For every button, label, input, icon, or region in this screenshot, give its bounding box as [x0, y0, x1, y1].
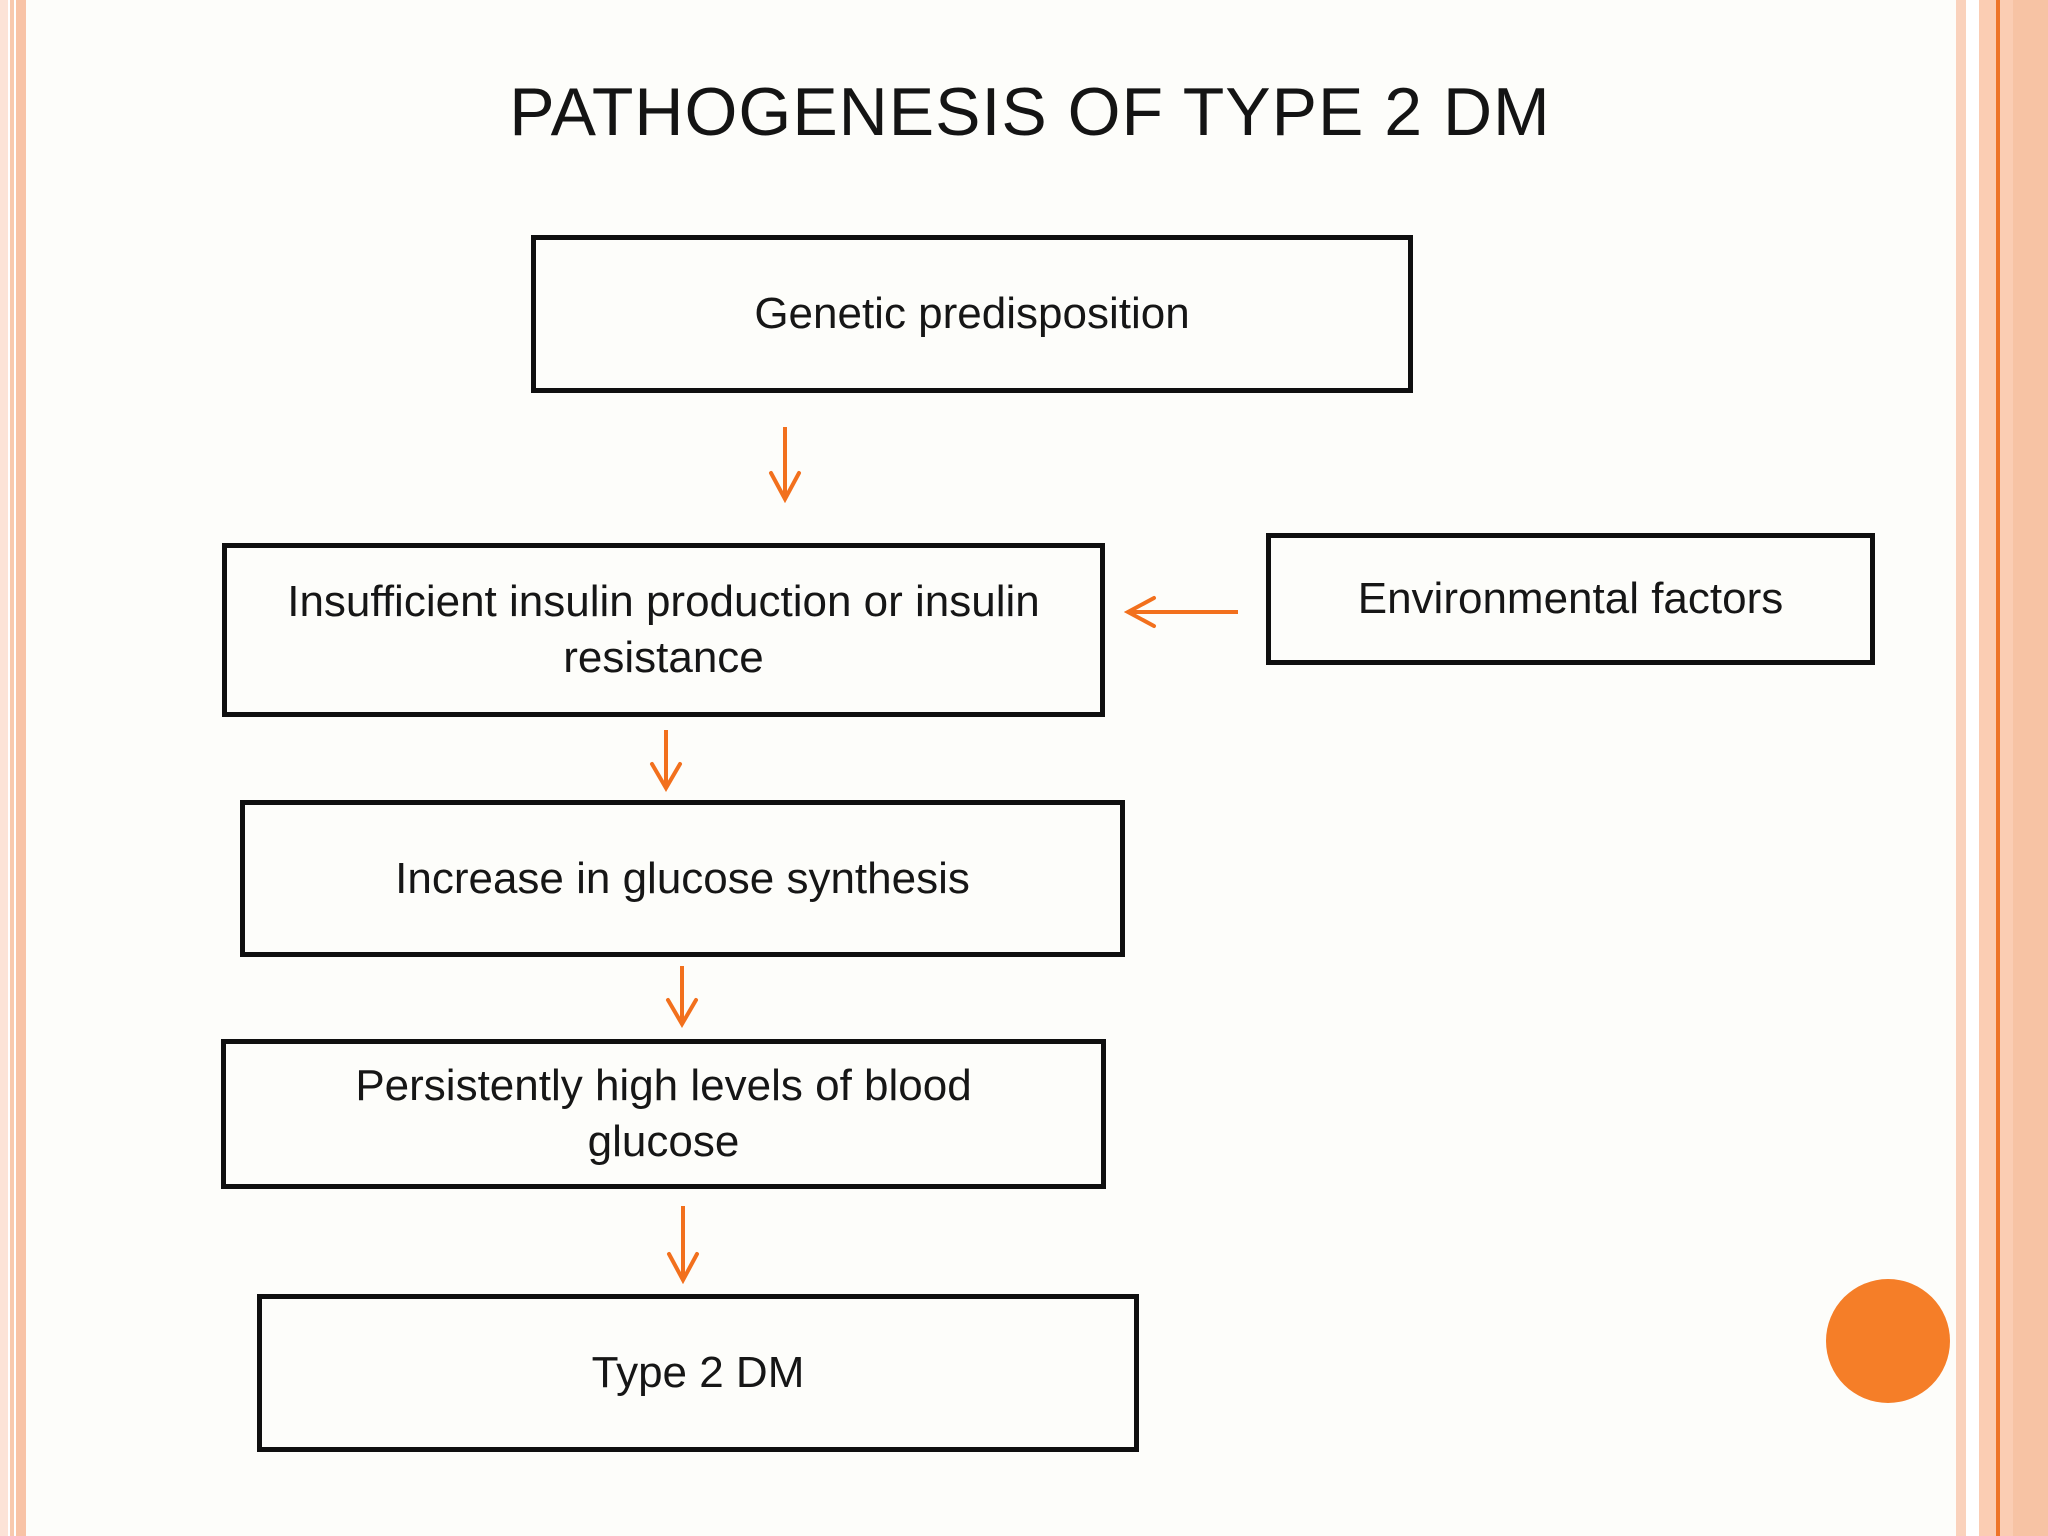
arrow-down-insulin-to-synthesis-icon	[646, 730, 686, 792]
slide-title: PATHOGENESIS OF TYPE 2 DM	[509, 74, 1551, 150]
arrow-left-environment-to-insulin-icon	[1124, 592, 1240, 632]
right-border-stripes	[1956, 0, 2048, 1536]
node-label: Increase in glucose synthesis	[395, 853, 970, 903]
node-increase-glucose-synthesis: Increase in glucose synthesis	[240, 800, 1125, 957]
node-type-2-dm: Type 2 DM	[257, 1294, 1139, 1452]
arrow-down-blood-glucose-to-t2dm-icon	[663, 1206, 703, 1284]
node-label: Genetic predisposition	[754, 289, 1190, 339]
decorative-orange-circle	[1826, 1279, 1950, 1403]
node-label: Type 2 DM	[591, 1348, 805, 1398]
arrow-down-synthesis-to-blood-glucose-icon	[662, 966, 702, 1028]
node-label: Persistently high levels of blood glucos…	[355, 1061, 972, 1166]
arrow-down-genetic-to-insulin-icon	[765, 425, 805, 503]
left-border-stripes	[0, 0, 26, 1536]
node-label: Insufficient insulin production or insul…	[287, 577, 1040, 682]
node-environmental-factors: Environmental factors	[1266, 533, 1875, 665]
node-label: Environmental factors	[1357, 574, 1784, 624]
node-high-blood-glucose: Persistently high levels of blood glucos…	[221, 1039, 1106, 1189]
node-insufficient-insulin: Insufficient insulin production or insul…	[222, 543, 1105, 717]
node-genetic-predisposition: Genetic predisposition	[531, 235, 1413, 393]
